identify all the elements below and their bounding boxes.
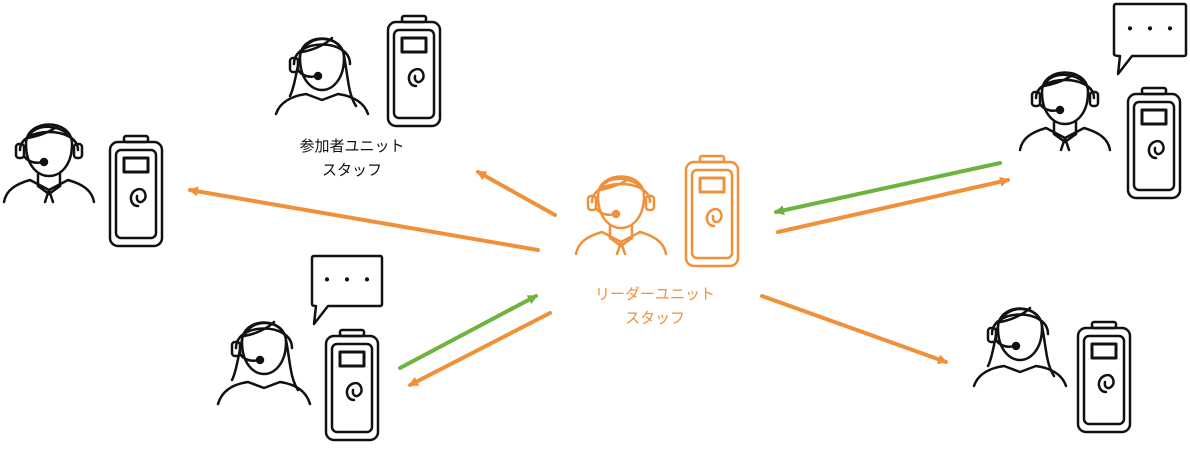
participant-label-line-1: 参加者ユニット — [299, 137, 405, 155]
arrows — [188, 161, 1010, 387]
arrow-left-participant-talk-to-leader — [398, 294, 538, 370]
leader-label-line-1: リーダーユニット — [594, 285, 715, 303]
speech-bubble-text: ・・・ — [1120, 17, 1180, 41]
person-headset-icon — [1018, 71, 1112, 152]
arrow-leader-to-bottom-right-participant — [760, 294, 948, 365]
person-headset-icon — [216, 320, 312, 406]
participant-bottom-right — [972, 306, 1132, 434]
participant-left — [2, 123, 164, 248]
participant-unit-staff-label: 参加者ユニット スタッフ — [272, 134, 432, 182]
radio-unit-icon — [684, 154, 740, 268]
participant-top-right — [1018, 71, 1182, 200]
person-headset-icon — [274, 36, 370, 116]
radio-unit-icon — [1126, 86, 1182, 200]
leader-label-line-2: スタッフ — [624, 309, 685, 327]
radio-unit-icon — [1076, 320, 1132, 434]
arrow-leader-to-top-participant — [476, 170, 557, 217]
arrow-right-participant-talk-to-leader — [774, 161, 1002, 216]
participant-top — [274, 14, 442, 128]
participant-bottom-left — [216, 320, 380, 442]
radio-unit-icon — [386, 14, 442, 128]
arrow-leader-to-top-right-participant — [776, 176, 1010, 234]
person-headset-icon — [574, 175, 668, 256]
speech-bubble-icon: ・・・ — [1112, 2, 1188, 76]
participant-label-line-2: スタッフ — [321, 161, 382, 179]
radio-unit-icon — [324, 328, 380, 442]
radio-unit-icon — [108, 134, 164, 248]
arrow-leader-to-left-participant — [188, 186, 540, 252]
person-headset-icon — [972, 306, 1068, 388]
arrow-leader-to-bottom-left-participant — [408, 311, 552, 387]
speech-bubble-icon: ・・・ — [310, 254, 384, 326]
person-headset-icon — [2, 123, 96, 204]
leader-unit-staff-label: リーダーユニット スタッフ — [575, 282, 735, 330]
speech-bubble-text: ・・・ — [317, 268, 377, 292]
leader-unit-staff — [574, 154, 740, 268]
